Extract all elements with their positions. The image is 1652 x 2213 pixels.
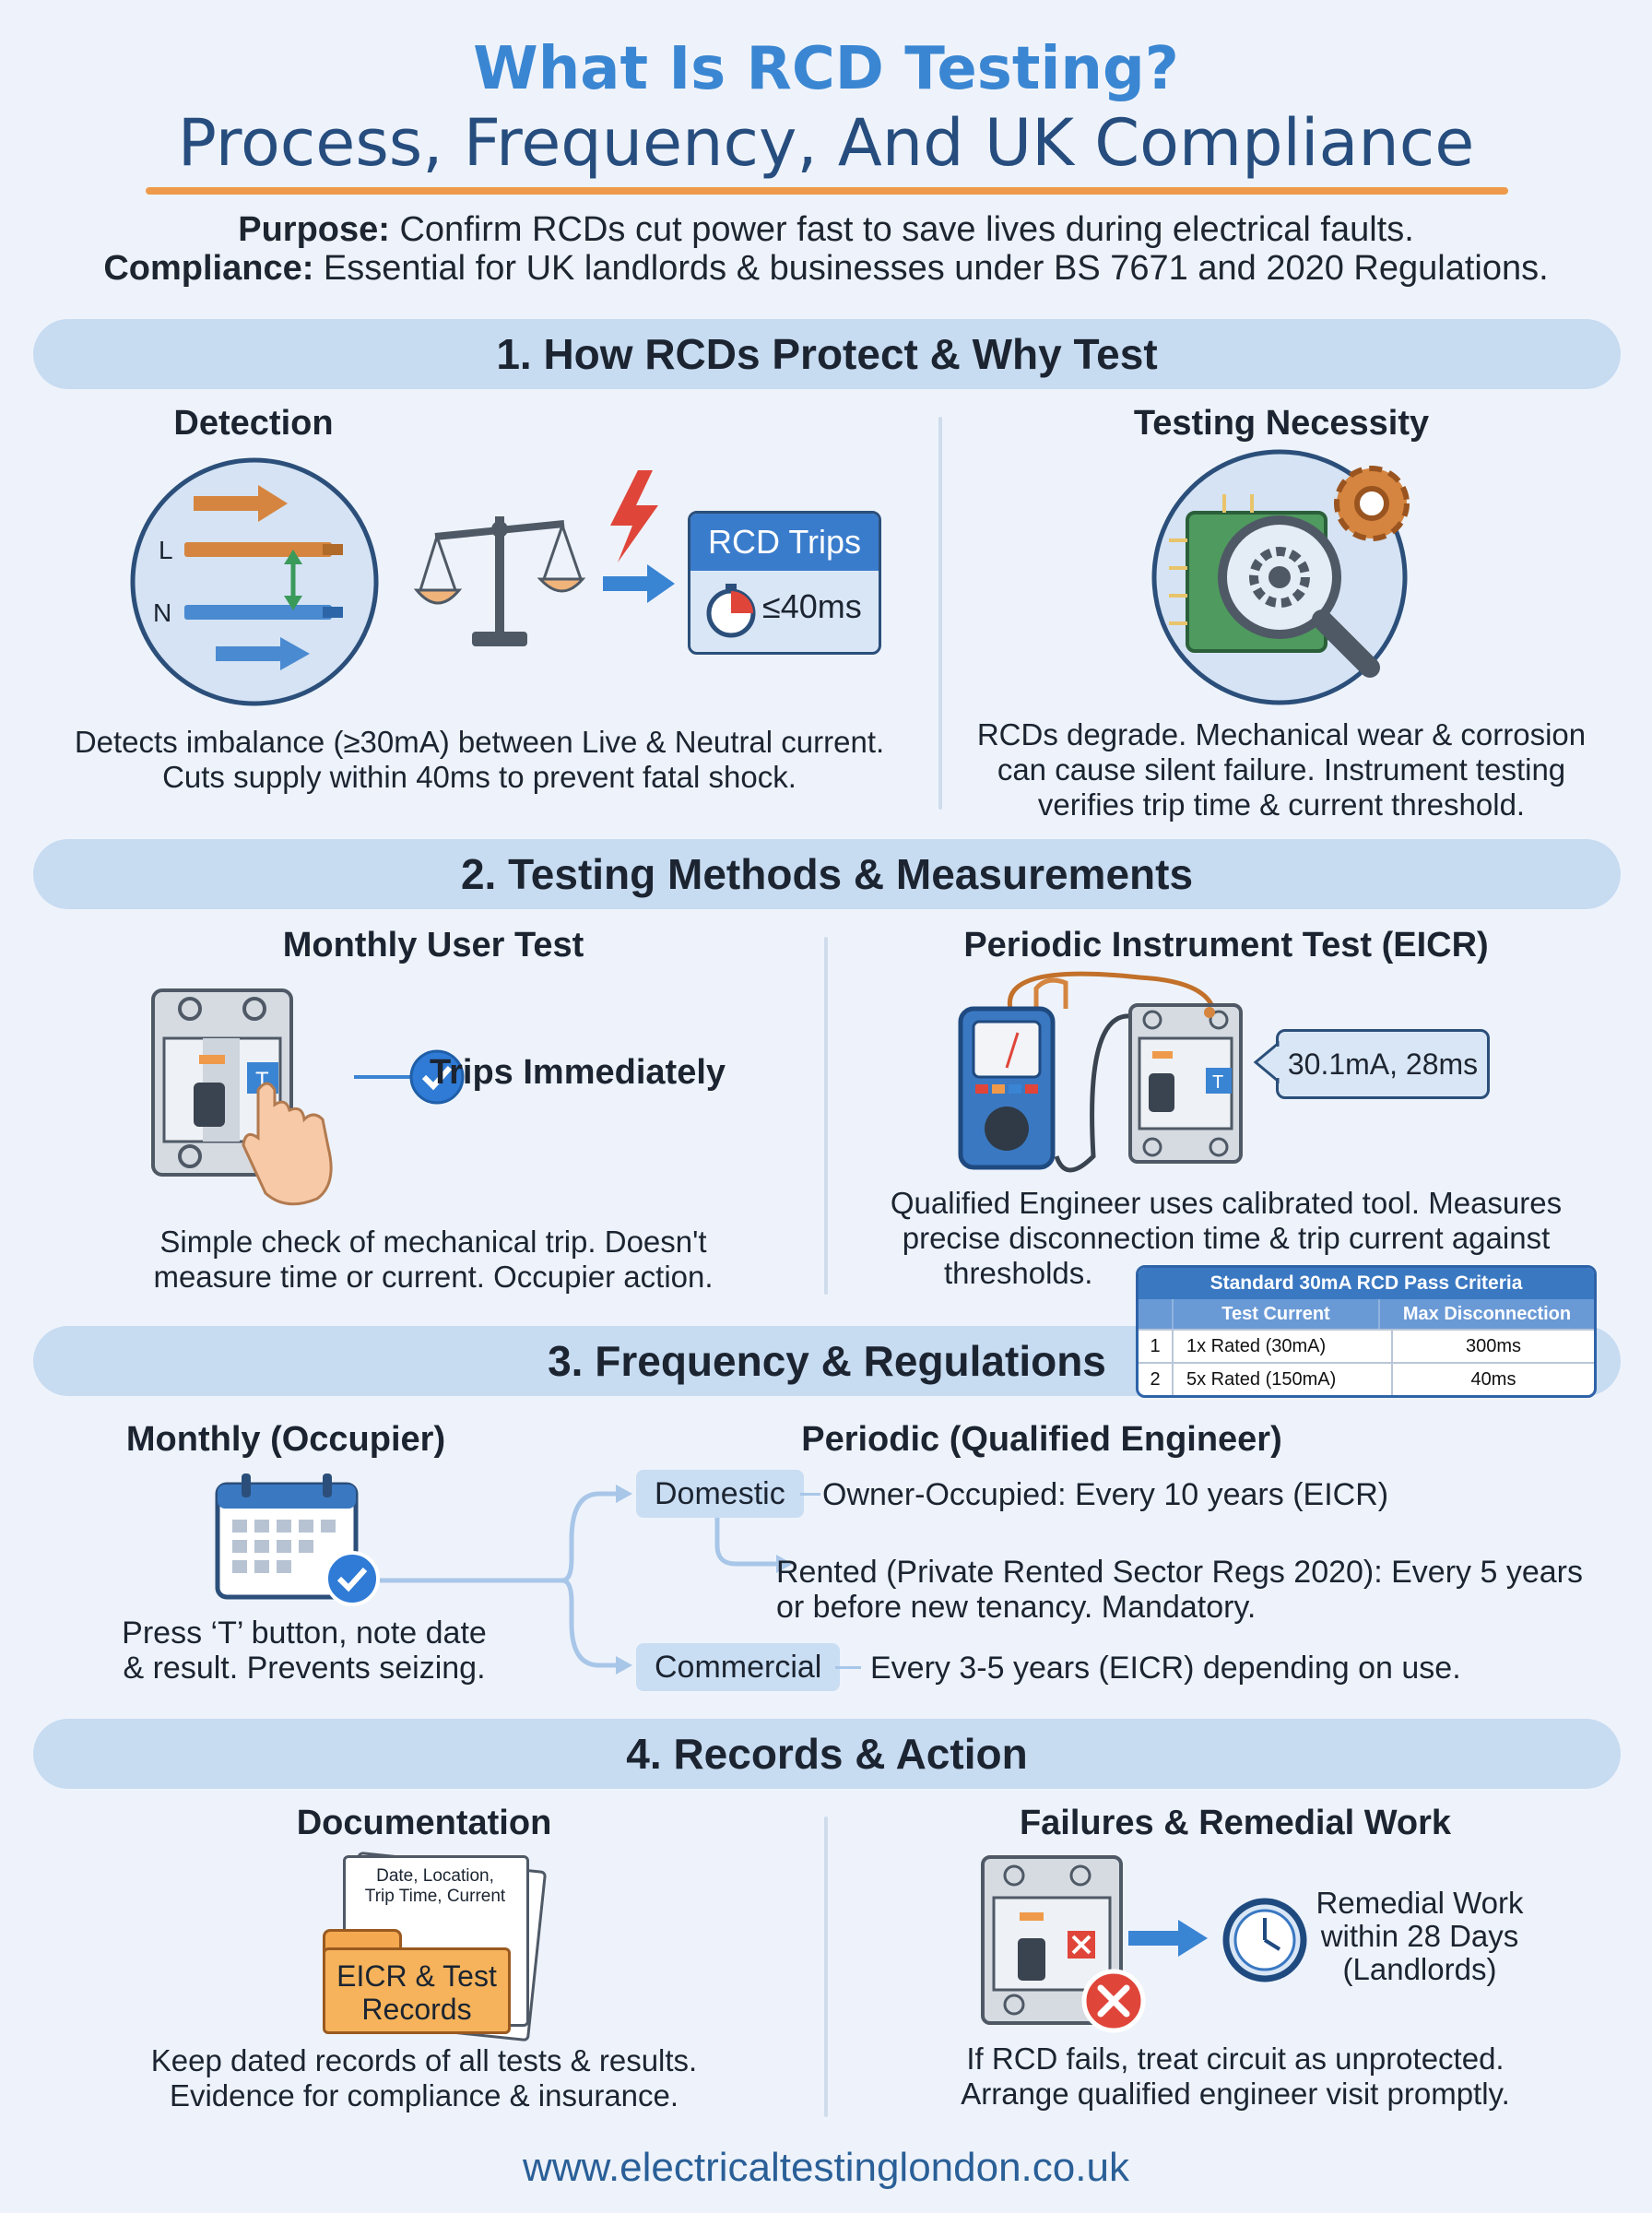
calendar-icon bbox=[215, 1473, 380, 1606]
section-2-divider bbox=[824, 937, 828, 1295]
website-link[interactable]: www.electricaltestinglondon.co.uk bbox=[523, 2145, 1129, 2190]
periodic-instrument-test-title: Periodic Instrument Test (EICR) bbox=[963, 926, 1489, 964]
balance-scale-icon bbox=[413, 516, 586, 646]
failed-rcd-icon bbox=[981, 1855, 1146, 2033]
trips-immediately-label: Trips Immediately bbox=[430, 1053, 726, 1092]
circuit-inspection-icon bbox=[1151, 449, 1410, 705]
section-4-heading: 4. Records & Action bbox=[33, 1719, 1621, 1789]
failures-remedial-title: Failures & Remedial Work bbox=[1019, 1804, 1452, 1842]
testing-necessity-title: Testing Necessity bbox=[1133, 404, 1430, 443]
section-4-divider bbox=[824, 1817, 828, 2117]
clock-icon bbox=[1222, 1898, 1307, 1982]
page-title: What Is RCD Testing? bbox=[473, 35, 1179, 103]
monthly-occupier-title: Monthly (Occupier) bbox=[125, 1420, 446, 1459]
eicr-records-folder: EICR & Test Records bbox=[323, 1947, 511, 2034]
domestic-owner-occupied: Owner-Occupied: Every 10 years (EICR) bbox=[822, 1477, 1389, 1512]
commercial-frequency: Every 3-5 years (EICR) depending on use. bbox=[870, 1651, 1461, 1686]
commercial-tag: Commercial bbox=[636, 1643, 841, 1691]
domestic-rented: Rented (Private Rented Sector Regs 2020)… bbox=[776, 1555, 1583, 1625]
check-icon bbox=[409, 1049, 465, 1105]
trip-time-limit: ≤40ms bbox=[762, 587, 862, 625]
instrument-tester-icon: T bbox=[958, 971, 1243, 1173]
remedial-work-deadline: Remedial Work within 28 Days (Landlords) bbox=[1316, 1886, 1524, 1986]
rented-branch-line bbox=[714, 1518, 793, 1573]
frequency-branch-lines bbox=[380, 1485, 632, 1675]
documentation-description: Keep dated records of all tests & result… bbox=[150, 2043, 698, 2112]
commercial-connector bbox=[835, 1666, 861, 1669]
monthly-user-test-description: Simple check of mechanical trip. Doesn't… bbox=[153, 1225, 714, 1294]
testing-necessity-description: RCDs degrade. Mechanical wear & corrosio… bbox=[976, 717, 1587, 822]
compliance-line: Compliance: Essential for UK landlords &… bbox=[103, 249, 1549, 288]
callout-pointer bbox=[1253, 1040, 1281, 1084]
connector-line bbox=[354, 1049, 465, 1105]
detection-title: Detection bbox=[173, 404, 334, 443]
failures-description: If RCD fails, treat circuit as unprotect… bbox=[961, 2041, 1510, 2111]
lightning-icon bbox=[603, 470, 675, 603]
remedial-arrow bbox=[1128, 1920, 1208, 1957]
monthly-user-test-title: Monthly User Test bbox=[282, 926, 584, 964]
table-row: 1 1x Rated (30mA) 300ms bbox=[1139, 1329, 1594, 1362]
periodic-engineer-title: Periodic (Qualified Engineer) bbox=[801, 1420, 1282, 1459]
section-1-heading: 1. How RCDs Protect & Why Test bbox=[33, 319, 1621, 389]
neutral-label: N bbox=[153, 598, 171, 627]
periodic-instrument-test-description: Qualified Engineer uses calibrated tool.… bbox=[890, 1186, 1563, 1290]
stopwatch-icon bbox=[706, 584, 756, 638]
live-label: L bbox=[159, 536, 173, 564]
current-flow-icon: L N bbox=[130, 457, 379, 706]
section-2-heading: 2. Testing Methods & Measurements bbox=[33, 839, 1621, 909]
page-subtitle: Process, Frequency, And UK Compliance bbox=[177, 105, 1475, 181]
detection-description: Detects imbalance (≥30mA) between Live &… bbox=[74, 725, 885, 794]
pass-criteria-table-title: Standard 30mA RCD Pass Criteria bbox=[1139, 1268, 1594, 1299]
record-fields-label: Date, Location, Trip Time, Current bbox=[364, 1866, 506, 1906]
domestic-connector bbox=[800, 1493, 820, 1496]
rcd-trips-label: RCD Trips bbox=[690, 514, 879, 571]
tester-button-letter: T bbox=[1212, 1072, 1223, 1093]
pass-criteria-table: Standard 30mA RCD Pass Criteria Test Cur… bbox=[1136, 1265, 1597, 1398]
measurement-reading-callout: 30.1mA, 28ms bbox=[1276, 1029, 1490, 1099]
monthly-occupier-description: Press ‘T’ button, note date & result. Pr… bbox=[122, 1615, 487, 1686]
records-folder-icon: Date, Location, Trip Time, Current EICR … bbox=[323, 1851, 548, 2042]
documentation-title: Documentation bbox=[296, 1804, 552, 1842]
table-row: 2 5x Rated (150mA) 40ms bbox=[1139, 1362, 1594, 1395]
domestic-tag: Domestic bbox=[636, 1470, 804, 1518]
rcd-device-hand-icon: T bbox=[151, 988, 333, 1206]
title-underline bbox=[146, 187, 1508, 195]
rcd-trips-box: RCD Trips ≤40ms bbox=[688, 511, 881, 655]
purpose-line: Purpose: Confirm RCDs cut power fast to … bbox=[238, 210, 1414, 249]
pass-criteria-table-header: Test Current Max Disconnection Time bbox=[1139, 1299, 1594, 1354]
section-1-divider bbox=[938, 417, 942, 810]
